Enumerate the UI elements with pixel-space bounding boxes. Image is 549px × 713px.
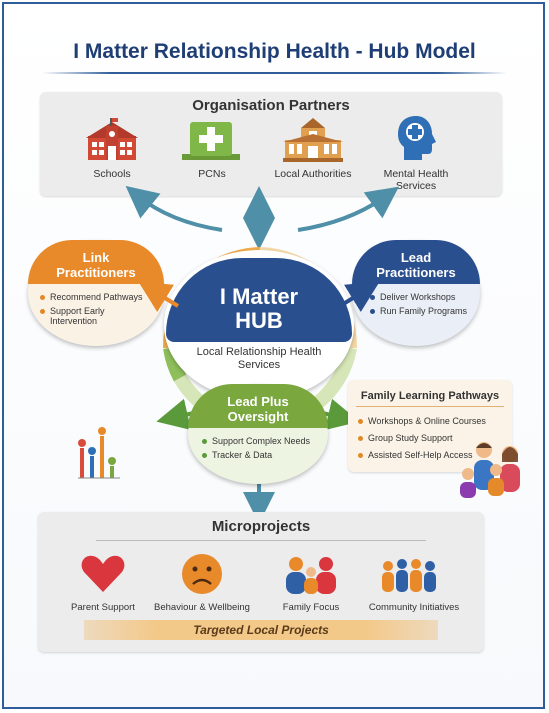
hub-subtitle: Local Relationship Health Services	[196, 346, 322, 371]
growth-chart-illustration	[78, 427, 120, 479]
government-building-icon	[283, 118, 343, 162]
partner-label-local-authorities: Local Authorities	[274, 168, 352, 180]
link-practitioners-item: Support Early Intervention	[40, 306, 150, 326]
medical-cross-icon	[182, 122, 240, 160]
link-practitioners-list: Recommend Pathways Support Early Interve…	[40, 292, 150, 330]
school-icon	[86, 118, 138, 160]
title-divider	[42, 72, 507, 74]
family-learning-divider	[356, 406, 504, 407]
hub-title-line2: HUB	[235, 308, 283, 333]
lead-plus-title: Lead Plus Oversight	[227, 394, 289, 424]
family-learning-item: Workshops & Online Courses	[358, 416, 508, 426]
microprojects-divider	[96, 540, 426, 541]
head-brain-icon	[398, 116, 436, 160]
family-learning-item: Group Study Support	[358, 433, 508, 443]
lead-plus-header	[188, 384, 328, 428]
microproject-label-parent-support: Parent Support	[71, 602, 135, 613]
microproject-label-behaviour: Behaviour & Wellbeing	[154, 602, 250, 613]
microprojects-heading: Microprojects	[211, 518, 311, 535]
sad-face-icon	[182, 554, 222, 594]
lead-plus-list: Support Complex Needs Tracker & Data	[202, 436, 326, 464]
microproject-label-family-focus: Family Focus	[282, 602, 340, 613]
hub-title-panel	[166, 258, 352, 342]
lead-plus-item: Support Complex Needs	[202, 436, 326, 446]
targeted-projects-label: Targeted Local Projects	[193, 623, 329, 637]
link-practitioners-header	[28, 240, 164, 284]
link-practitioners-item: Recommend Pathways	[40, 292, 150, 302]
organisation-partners-heading: Organisation Partners	[192, 97, 350, 114]
partner-label-pcns: PCNs	[198, 168, 226, 180]
targeted-projects-banner	[84, 620, 438, 640]
family-illustration	[460, 442, 520, 498]
family-learning-title: Family Learning Pathways	[360, 390, 500, 402]
heart-icon	[81, 555, 125, 592]
lead-practitioners-header	[352, 240, 480, 284]
link-practitioners-title: Link Practitioners	[56, 250, 136, 280]
partner-label-mental-health: Mental Health Services	[383, 168, 449, 192]
lead-plus-item: Tracker & Data	[202, 450, 326, 460]
family-learning-list: Workshops & Online Courses Group Study S…	[358, 416, 508, 464]
community-icon	[382, 559, 436, 592]
microproject-label-community: Community Initiatives	[368, 602, 460, 613]
hub-title-line1: I Matter	[219, 284, 299, 309]
family-icon	[286, 557, 336, 594]
partner-label-schools: Schools	[93, 168, 131, 180]
family-learning-item: Assisted Self-Help Access	[358, 450, 508, 460]
lead-practitioners-title: Lead Practitioners	[376, 250, 456, 280]
diagram-title: I Matter Relationship Health - Hub Model	[73, 40, 476, 63]
